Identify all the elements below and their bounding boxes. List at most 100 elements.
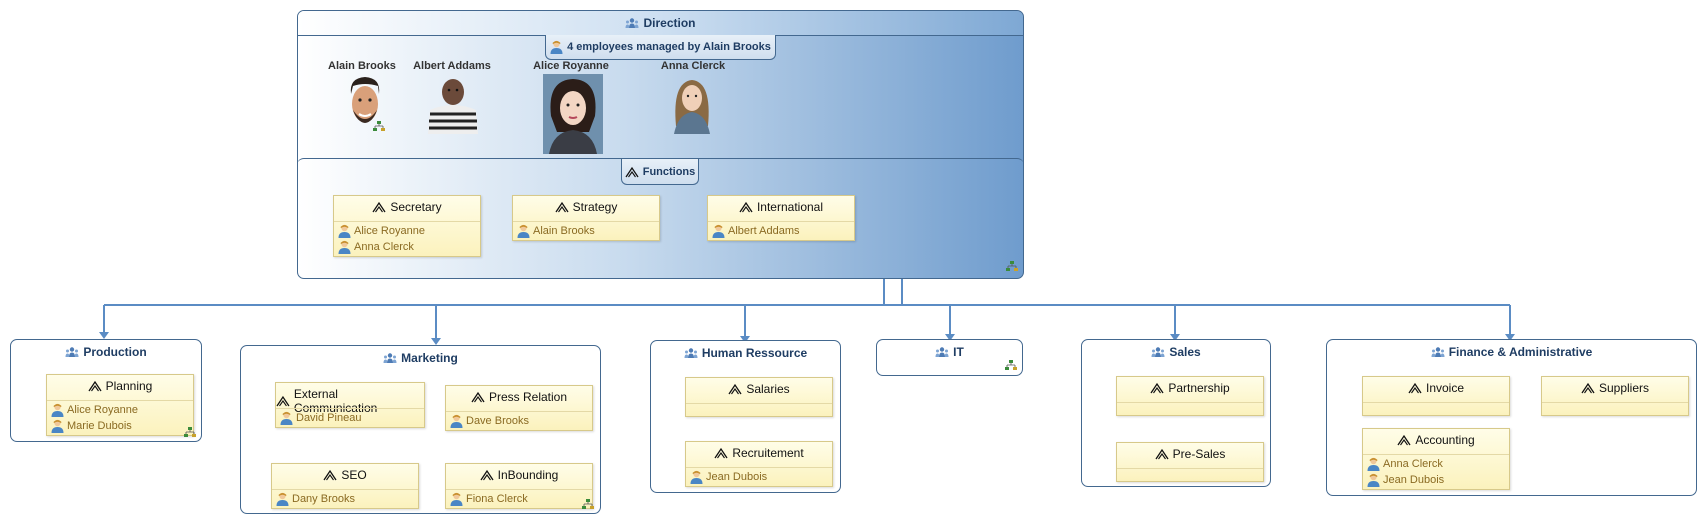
divider: [686, 403, 832, 404]
function-title: International: [756, 200, 824, 214]
functions-tab[interactable]: Functions: [621, 159, 699, 185]
functions-label: Functions: [642, 165, 696, 178]
department-title: Human Ressource: [701, 346, 808, 360]
department-human-ressource[interactable]: Human Ressource Salaries Recruitement Je…: [650, 340, 841, 493]
employee-entry[interactable]: Dave Brooks: [450, 414, 529, 428]
function-caret-icon: [728, 383, 742, 395]
function-card-international[interactable]: International Albert Addams: [707, 195, 855, 241]
employee-entry[interactable]: Jean Dubois: [690, 470, 767, 484]
org-tree-icon[interactable]: [1005, 360, 1017, 371]
function-card-secretary[interactable]: Secretary Alice Royanne Anna Clerck: [333, 195, 481, 257]
function-caret-icon: [555, 201, 569, 213]
divider: [1363, 454, 1509, 455]
function-caret-icon: [276, 395, 290, 407]
function-title: Planning: [105, 379, 153, 393]
org-tree-icon[interactable]: [184, 427, 196, 438]
divider: [708, 221, 854, 222]
employee-name: Anna Clerck: [1383, 458, 1443, 470]
department-title: IT: [953, 345, 964, 359]
function-caret-icon: [88, 380, 102, 392]
person-icon: [690, 470, 703, 484]
function-card-recruitement[interactable]: Recruitement Jean Dubois: [685, 441, 833, 487]
employee-entry[interactable]: David Pineau: [280, 411, 361, 425]
function-card-external-communication[interactable]: External Communication David Pineau: [275, 382, 425, 428]
employee-name: Jean Dubois: [1383, 474, 1445, 486]
divider: [1363, 402, 1509, 403]
employee-name: Dave Brooks: [466, 415, 529, 427]
function-card-invoice[interactable]: Invoice: [1362, 376, 1510, 416]
employee-entry[interactable]: Alice Royanne: [338, 224, 425, 238]
function-caret-icon: [480, 469, 494, 481]
employee-name: Fiona Clerck: [466, 493, 528, 505]
employee-entry[interactable]: Albert Addams: [712, 224, 800, 238]
org-unit-icon: [65, 346, 79, 358]
function-card-pre-sales[interactable]: Pre-Sales: [1116, 442, 1264, 482]
employee-entry[interactable]: Anna Clerck: [338, 240, 414, 254]
avatar-anna-clerck[interactable]: [668, 74, 716, 134]
function-caret-icon: [1408, 382, 1422, 394]
org-unit-icon: [1151, 346, 1165, 358]
function-caret-icon: [1397, 434, 1411, 446]
function-title: Partnership: [1168, 381, 1230, 395]
org-unit-icon: [1431, 346, 1445, 358]
employee-entry[interactable]: Jean Dubois: [1367, 473, 1444, 487]
org-tree-icon[interactable]: [1006, 261, 1018, 272]
functions-panel: [297, 158, 1024, 281]
function-caret-icon: [471, 391, 485, 403]
avatar-alain-brooks[interactable]: [343, 74, 387, 134]
person-icon: [338, 224, 351, 238]
employee-name: Jean Dubois: [706, 471, 768, 483]
avatar-albert-addams[interactable]: [422, 74, 484, 134]
employee-entry[interactable]: Fiona Clerck: [450, 492, 528, 506]
person-icon: [1367, 473, 1380, 487]
function-title: Strategy: [572, 200, 618, 214]
employee-entry[interactable]: Anna Clerck: [1367, 457, 1443, 471]
managed-employees-tab[interactable]: 4 employees managed by Alain Brooks: [545, 35, 776, 60]
person-icon: [338, 240, 351, 254]
function-card-inbounding[interactable]: InBounding Fiona Clerck: [445, 463, 593, 509]
employee-entry[interactable]: Dany Brooks: [276, 492, 355, 506]
person-icon: [550, 40, 563, 54]
function-caret-icon: [739, 201, 753, 213]
function-caret-icon: [1150, 382, 1164, 394]
divider: [1542, 402, 1688, 403]
function-title: Suppliers: [1598, 381, 1650, 395]
avatar-alice-royanne[interactable]: [543, 74, 603, 154]
function-caret-icon: [323, 469, 337, 481]
function-card-planning[interactable]: Planning Alice Royanne Marie Dubois: [46, 374, 194, 436]
divider: [446, 411, 592, 412]
function-title: SEO: [341, 468, 367, 482]
function-card-press-relation[interactable]: Press Relation Dave Brooks: [445, 385, 593, 431]
divider: [276, 408, 424, 409]
department-sales[interactable]: Sales Partnership Pre-Sales: [1081, 339, 1271, 487]
person-name-alain-brooks: Alain Brooks: [328, 60, 396, 72]
department-marketing[interactable]: Marketing External Communication David P…: [240, 345, 601, 514]
direction-panel[interactable]: Direction 4 employees managed by Alain B…: [297, 10, 1024, 279]
department-production[interactable]: Production Planning Alice Royanne Marie …: [10, 339, 202, 442]
org-tree-icon[interactable]: [582, 499, 594, 510]
department-title: Finance & Administrative: [1448, 345, 1593, 359]
divider: [1117, 402, 1263, 403]
employee-entry[interactable]: Marie Dubois: [51, 419, 132, 433]
function-card-strategy[interactable]: Strategy Alain Brooks: [512, 195, 660, 241]
function-card-suppliers[interactable]: Suppliers: [1541, 376, 1689, 416]
function-card-salaries[interactable]: Salaries: [685, 377, 833, 417]
person-name-anna-clerck: Anna Clerck: [660, 60, 726, 72]
department-finance-administrative[interactable]: Finance & Administrative Invoice Supplie…: [1326, 339, 1697, 496]
function-title: Accounting: [1415, 433, 1475, 447]
function-card-accounting[interactable]: Accounting Anna Clerck Jean Dubois: [1362, 428, 1510, 490]
divider: [446, 489, 592, 490]
employee-entry[interactable]: Alice Royanne: [51, 403, 138, 417]
department-title: Production: [83, 345, 147, 359]
org-unit-icon: [383, 352, 397, 364]
employee-entry[interactable]: Alain Brooks: [517, 224, 595, 238]
person-icon: [280, 411, 293, 425]
divider: [272, 489, 418, 490]
divider: [47, 400, 193, 401]
function-card-seo[interactable]: SEO Dany Brooks: [271, 463, 419, 509]
function-card-partnership[interactable]: Partnership: [1116, 376, 1264, 416]
person-icon: [712, 224, 725, 238]
function-caret-icon: [1581, 382, 1595, 394]
department-it[interactable]: IT: [876, 339, 1023, 376]
